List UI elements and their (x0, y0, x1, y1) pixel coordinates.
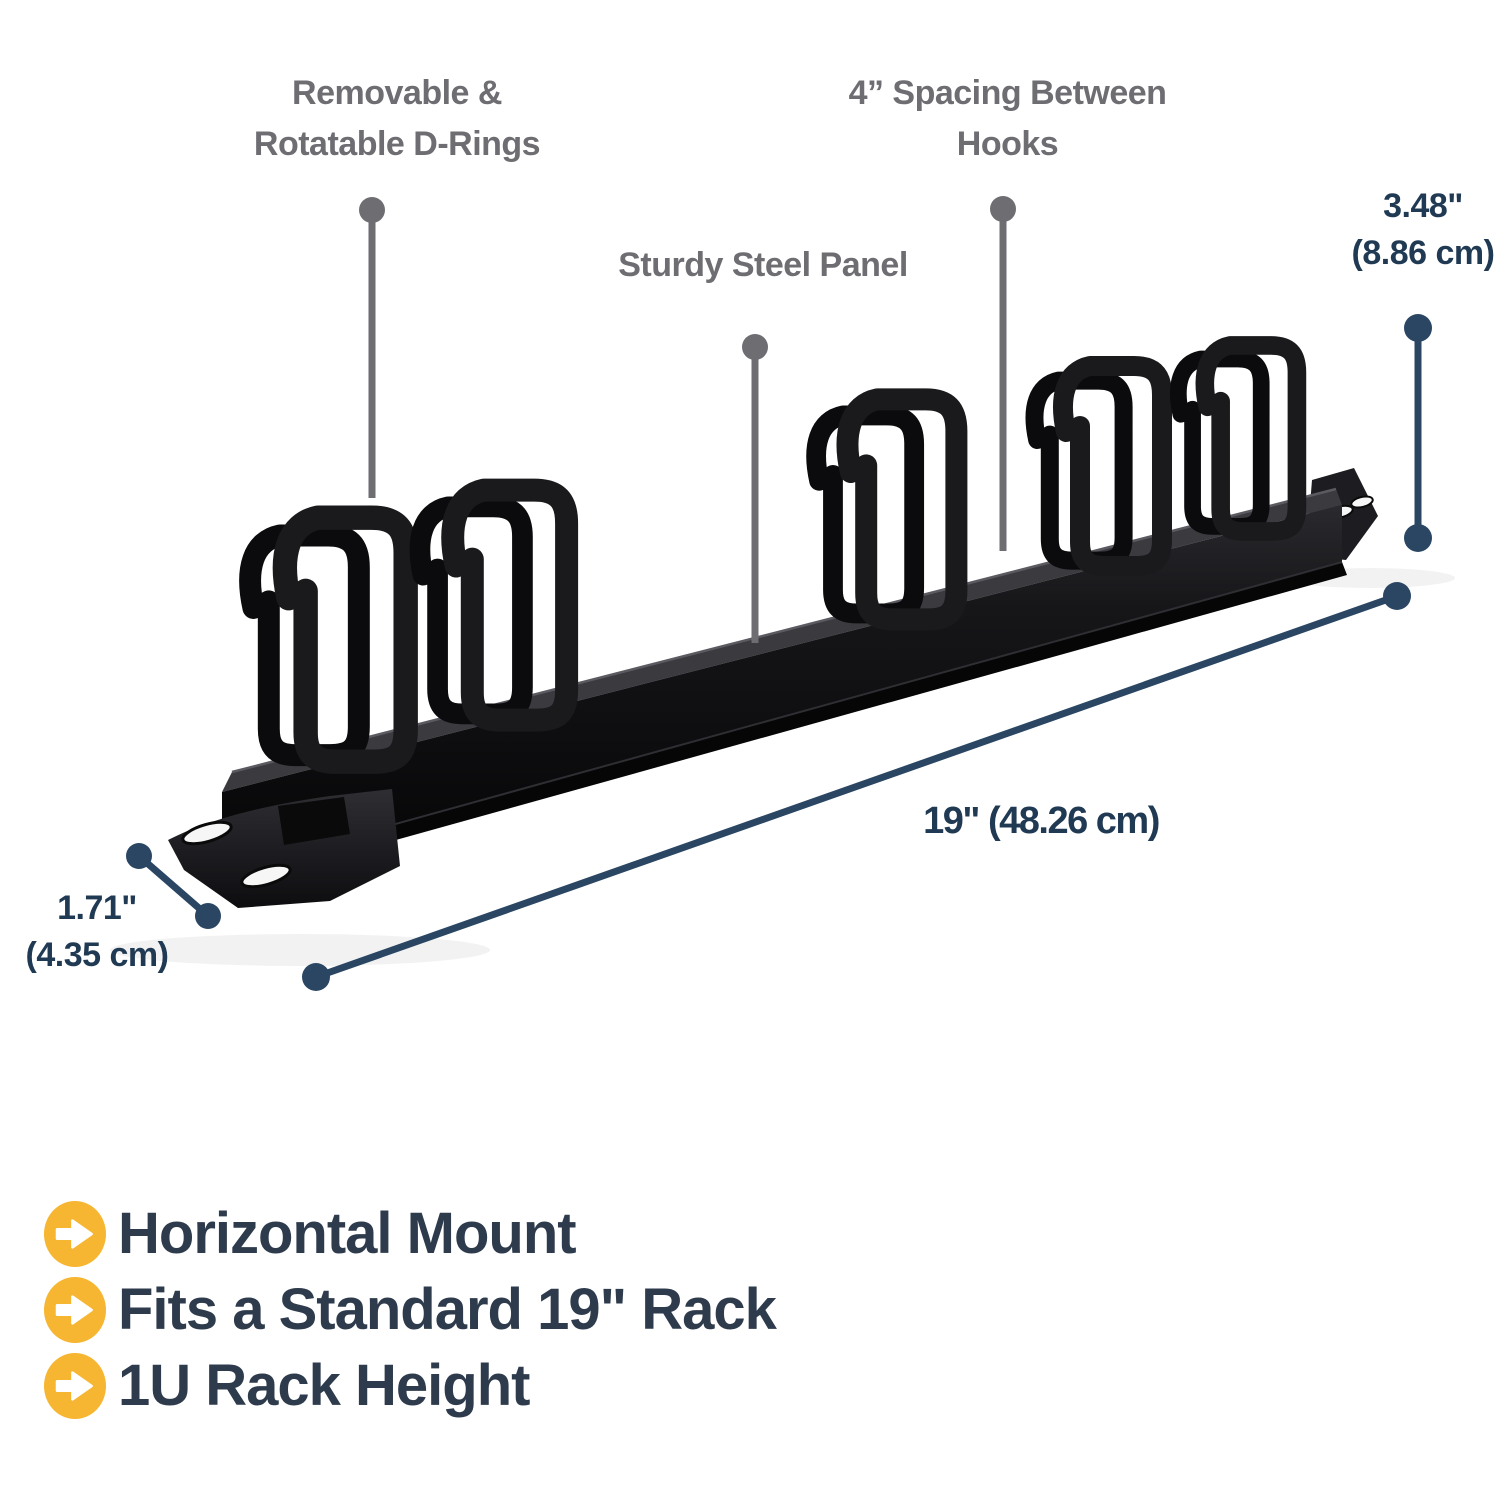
callout-hook-spacing-line2: Hooks (956, 125, 1059, 163)
dimension-line-depth (126, 843, 221, 929)
dimension-width-text: 19" (48.26 cm) (923, 800, 1160, 842)
arrow-right-icon (44, 1276, 106, 1343)
plate-notch (278, 797, 350, 845)
callout-d-rings-line1: Removable & (292, 74, 502, 112)
feature-label: Horizontal Mount (118, 1201, 577, 1266)
dimension-height-label: 3.48" (8.86 cm) (1323, 183, 1500, 277)
dimension-depth-label: 1.71" (4.35 cm) (0, 885, 197, 979)
dimension-height-cm: (8.86 cm) (1351, 233, 1495, 272)
callout-d-rings-label: Removable & Rotatable D-Rings (187, 68, 607, 170)
feature-item: Fits a Standard 19" Rack (44, 1276, 777, 1343)
dimension-height-inches: 3.48" (1383, 187, 1463, 225)
callout-steel-panel-text: Sturdy Steel Panel (618, 246, 908, 284)
dimension-depth-inches: 1.71" (57, 889, 137, 927)
feature-item: Horizontal Mount (44, 1200, 577, 1267)
dimension-depth-cm: (4.35 cm) (25, 935, 169, 974)
callout-line-hook-spacing (990, 196, 1016, 551)
d-ring-2 (420, 490, 567, 720)
callout-d-rings-line2: Rotatable D-Rings (253, 125, 541, 163)
callout-hook-spacing-line1: 4” Spacing Between (848, 74, 1167, 112)
arrow-right-icon (44, 1352, 106, 1419)
callout-line-steel-panel (742, 334, 768, 643)
callout-steel-panel-label: Sturdy Steel Panel (553, 240, 973, 291)
left-mount-plate (168, 789, 400, 908)
feature-label: Fits a Standard 19" Rack (118, 1277, 777, 1342)
d-ring-4 (1035, 366, 1163, 566)
feature-label: 1U Rack Height (118, 1353, 530, 1418)
arrow-right-icon (44, 1200, 106, 1267)
d-ring-3 (816, 399, 956, 619)
dimension-line-width (302, 582, 1411, 991)
callout-line-d-rings (359, 197, 385, 498)
dimension-line-height (1404, 314, 1432, 552)
callout-hook-spacing-label: 4” Spacing Between Hooks (790, 68, 1225, 170)
feature-item: 1U Rack Height (44, 1352, 530, 1419)
d-ring-1 (250, 518, 406, 762)
dimension-width-label: 19" (48.26 cm) (891, 800, 1191, 843)
